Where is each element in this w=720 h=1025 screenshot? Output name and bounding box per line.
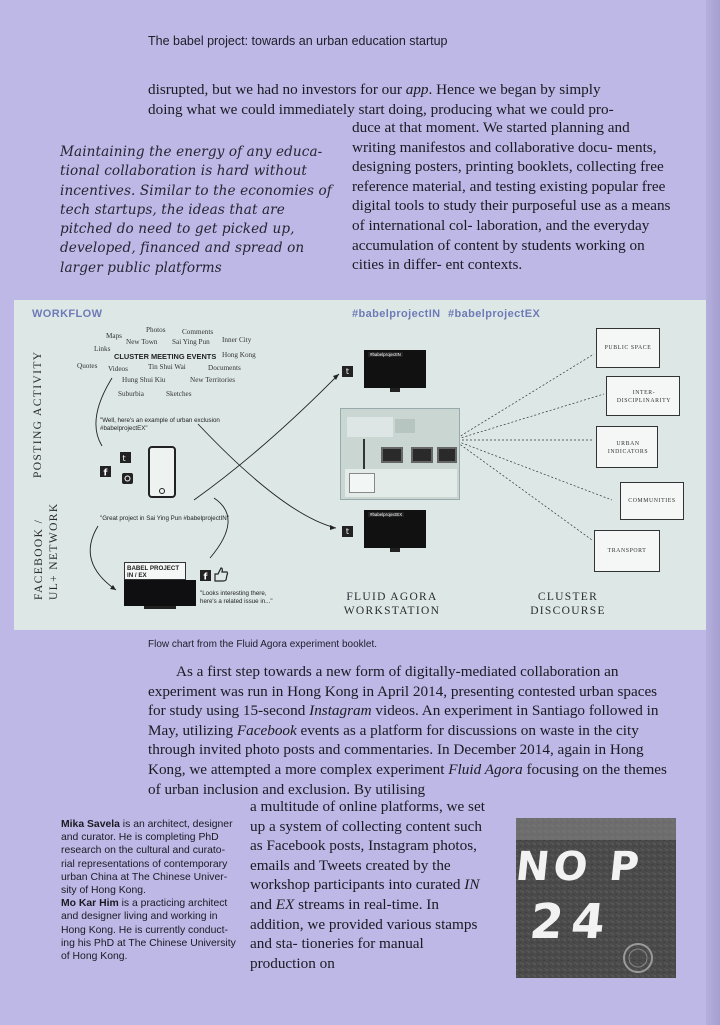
cloud-inner-city: Inner City xyxy=(222,336,252,344)
bio-mika-savela: Mika Savela is an architect, designer an… xyxy=(61,819,233,897)
cluster-interdisciplinarity: INTER-DISCIPLINARITY xyxy=(606,376,680,416)
cluster-transport: TRANSPORT xyxy=(594,530,660,572)
monitor-ex-stand xyxy=(390,548,400,552)
cluster-discourse-title: CLUSTER DISCOURSE xyxy=(530,591,606,617)
bio-mo-kar-him: Mo Kar Him is a practicing architect and… xyxy=(61,898,236,963)
hashtag-in-label: #babelprojectIN xyxy=(352,308,441,320)
cloud-sketches: Sketches xyxy=(166,390,192,398)
tumblr-icon-ex: t xyxy=(342,526,353,537)
photo-text-no: NO P xyxy=(516,844,646,890)
cloud-comments: Comments xyxy=(182,328,214,336)
instagram-icon xyxy=(124,475,131,482)
street-marking-photo: NO P 24 xyxy=(516,818,676,978)
monitor-in: #babelprojectIN xyxy=(364,350,426,388)
quote-exclusion: "Well, here's an example of urban exclus… xyxy=(100,417,220,432)
tumblr-icon-in: t xyxy=(342,366,353,377)
page-edge xyxy=(706,0,720,1025)
workflow-label: WORKFLOW xyxy=(32,308,103,320)
cloud-cluster-events: CLUSTER MEETING EVENTS xyxy=(114,352,217,361)
street-marking-image xyxy=(516,818,676,978)
pull-quote: Maintaining the energy of any educa- tio… xyxy=(60,144,332,276)
photo-text-24: 24 xyxy=(527,894,616,950)
cloud-links: Links xyxy=(94,345,111,353)
facebook-icon: f xyxy=(104,469,108,479)
workstation-scene xyxy=(340,408,460,500)
hashtag-ex-label: #babelprojectEX xyxy=(448,308,541,320)
fluid-agora-title: FLUID AGORA WORKSTATION xyxy=(343,591,441,617)
author-bios: Mika Savela is an architect, designer an… xyxy=(61,818,241,963)
quote-sai-ying-pun: "Great project in Sai Ying Pun #babelpro… xyxy=(100,515,229,522)
thumbs-up-icon xyxy=(214,567,229,582)
cloud-tin-shui-wai: Tin Shui Wai xyxy=(148,363,186,371)
social-icons-cluster: t f xyxy=(100,452,133,484)
cloud-documents: Documents xyxy=(208,364,241,372)
right-column-paragraph: duce at that moment. We started planning… xyxy=(352,119,671,274)
laptop-screen xyxy=(124,580,196,606)
cloud-photos: Photos xyxy=(146,326,166,334)
flow-arrows xyxy=(89,353,613,591)
quote-related-issue: "Looks interesting there, here's a relat… xyxy=(200,590,273,605)
cloud-suburbia: Suburbia xyxy=(118,390,144,398)
platforms-paragraph: a multitude of online platforms, we set … xyxy=(250,798,485,972)
cloud-sai-ying-pun: Sai Ying Pun xyxy=(172,338,210,346)
facebook-like-icons: f xyxy=(200,567,229,583)
intro-paragraph: disrupted, but we had no investors for o… xyxy=(148,81,614,118)
cloud-new-territories: New Territories xyxy=(190,376,236,384)
phone-icon xyxy=(148,446,176,498)
cloud-maps: Maps xyxy=(106,332,122,340)
cloud-videos: Videos xyxy=(108,365,128,373)
monitor-ex: #babelprojectEX xyxy=(364,510,426,548)
svg-text:f: f xyxy=(204,573,208,583)
babel-project-tag: BABEL PROJECT IN / EX xyxy=(124,562,186,580)
running-header: The babel project: towards an urban educ… xyxy=(148,34,448,48)
cluster-urban-indicators: URBAN INDICATORS xyxy=(596,426,658,468)
cluster-communities: COMMUNITIES xyxy=(620,482,684,520)
experiment-paragraph: As a first step towards a new form of di… xyxy=(148,663,667,798)
laptop-stand xyxy=(144,606,176,609)
figure-caption: Flow chart from the Fluid Agora experime… xyxy=(148,639,377,650)
cloud-new-town: New Town xyxy=(126,338,158,346)
cloud-hong-kong: Hong Kong xyxy=(222,351,256,359)
cloud-quotes: Quotes xyxy=(77,362,98,370)
workflow-figure: WORKFLOW #babelprojectIN #babelprojectEX… xyxy=(14,300,706,630)
cloud-hung-shui-kiu: Hung Shui Kiu xyxy=(122,376,166,384)
twitter-icon: t xyxy=(123,454,126,463)
cluster-public-space: PUBLIC SPACE xyxy=(596,328,660,368)
monitor-in-stand xyxy=(390,388,400,392)
